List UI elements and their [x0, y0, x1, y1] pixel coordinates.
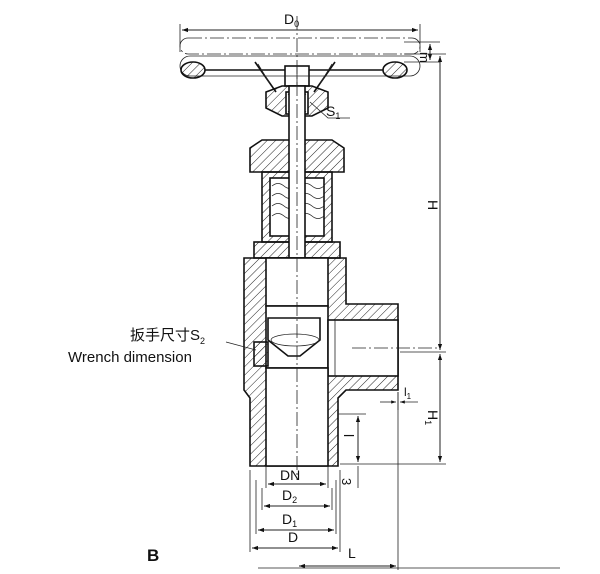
label-d0: D0	[284, 11, 299, 29]
dim-h: H	[400, 53, 446, 353]
label-wrench-cn: 扳手尺寸S2	[130, 327, 205, 346]
label-3: 3	[339, 478, 354, 485]
label-d: D	[288, 529, 298, 545]
label-dn: DN	[280, 467, 300, 483]
dim-bottom: DN D2 D1 D L	[249, 392, 399, 570]
label-L: L	[348, 545, 356, 561]
center-lines	[296, 16, 440, 480]
dim-h1: H1	[340, 354, 446, 465]
dim-d0: D0	[179, 11, 421, 52]
label-m: m	[417, 52, 432, 63]
view-label-b: B	[147, 546, 159, 565]
dim-l-thread: l 3	[338, 413, 366, 488]
valve-body	[243, 257, 399, 467]
label-h1: H1	[423, 410, 441, 425]
dim-m: m	[404, 41, 440, 63]
label-l1: l1	[404, 385, 412, 401]
wrench-callout: 扳手尺寸S2 Wrench dimension	[68, 327, 257, 366]
label-l: l	[341, 434, 357, 437]
label-wrench-en: Wrench dimension	[68, 349, 192, 366]
label-s1: S1	[326, 103, 340, 121]
label-d1: D1	[282, 511, 297, 529]
label-h: H	[425, 200, 441, 210]
label-d2: D2	[282, 487, 297, 505]
dim-s1: S1	[309, 101, 350, 121]
